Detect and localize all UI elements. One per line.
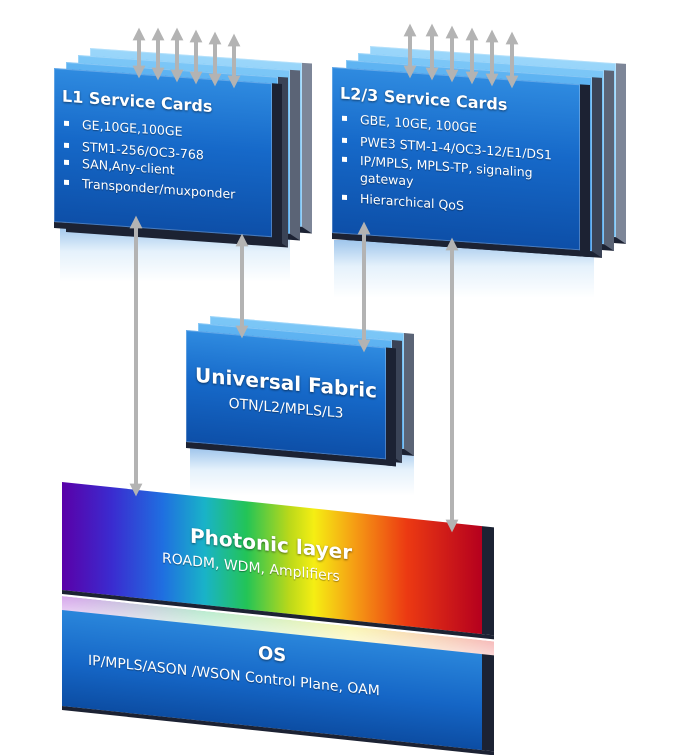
universal-fabric-stack: Universal Fabric OTN/L2/MPLS/L3 <box>186 316 414 496</box>
connector-arrows <box>129 23 519 533</box>
